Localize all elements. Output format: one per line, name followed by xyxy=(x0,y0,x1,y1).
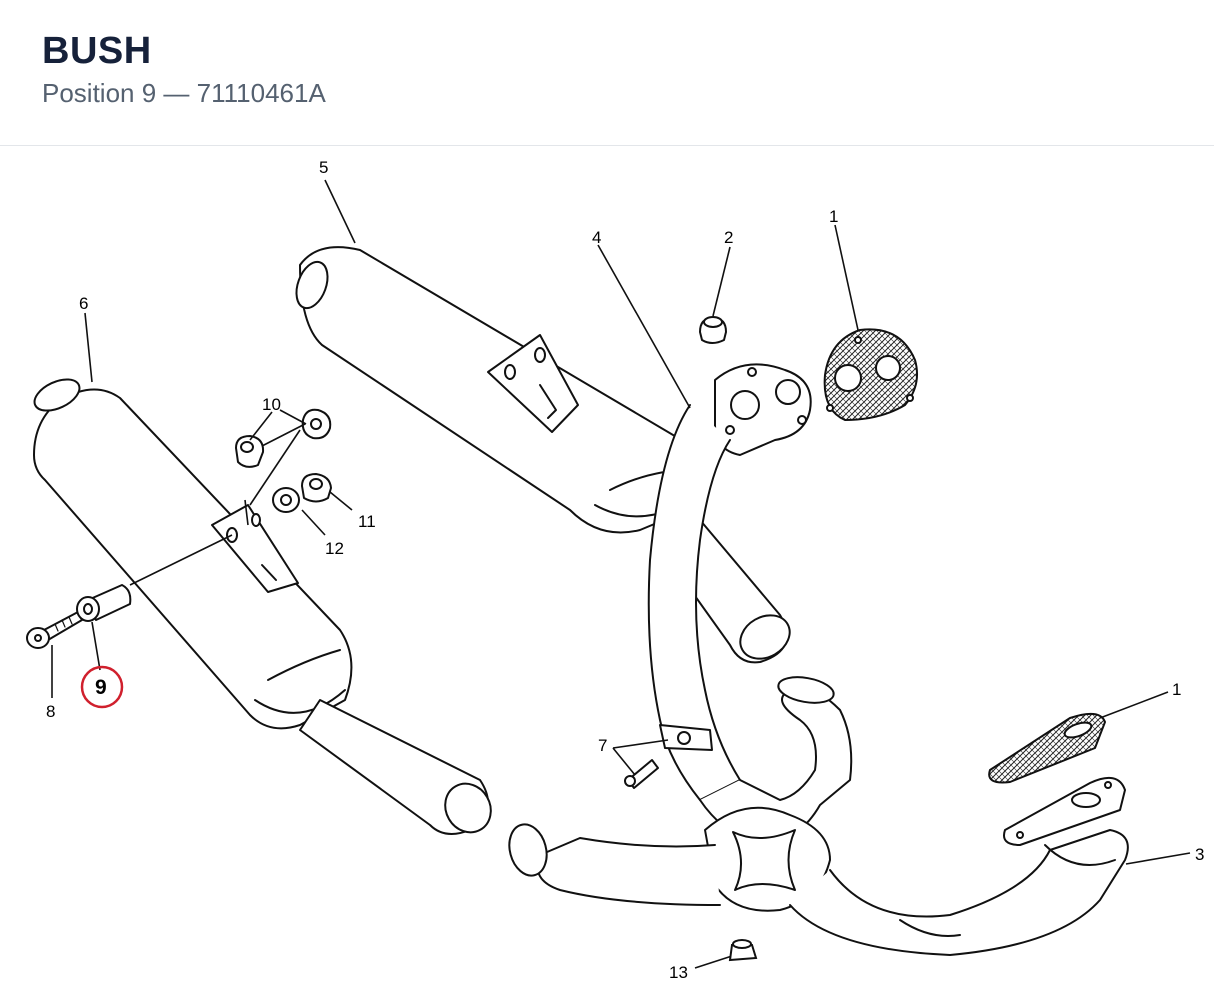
exploded-parts-diagram: 1 1 2 3 4 5 6 7 8 9 10 11 12 13 xyxy=(26,158,1204,982)
bush-9-part xyxy=(76,584,132,622)
callout-1-lower[interactable]: 1 xyxy=(1172,680,1181,699)
clip-13 xyxy=(728,939,758,962)
leader-lines xyxy=(51,179,1191,969)
callout-6[interactable]: 6 xyxy=(79,294,88,313)
page-header: BUSH Position 9 — 71110461A xyxy=(0,0,1214,146)
callout-12[interactable]: 12 xyxy=(325,539,344,558)
spacer-11 xyxy=(301,473,332,503)
callout-3[interactable]: 3 xyxy=(1195,845,1204,864)
silencer-front xyxy=(33,378,492,835)
callout-7[interactable]: 7 xyxy=(598,736,607,755)
gasket-lower xyxy=(988,712,1106,784)
callout-2[interactable]: 2 xyxy=(724,228,733,247)
rubber-bush-10 xyxy=(235,408,332,468)
callout-11[interactable]: 11 xyxy=(358,512,376,531)
part-title: BUSH xyxy=(42,30,152,72)
selected-position-highlight xyxy=(80,665,124,709)
gasket-upper xyxy=(823,328,918,421)
callout-4[interactable]: 4 xyxy=(592,228,601,247)
callout-1-upper[interactable]: 1 xyxy=(829,207,838,226)
part-position-subtitle: Position 9 — 71110461A xyxy=(42,78,326,108)
callout-13[interactable]: 13 xyxy=(669,963,688,982)
callout-5[interactable]: 5 xyxy=(319,158,328,177)
callout-10[interactable]: 10 xyxy=(262,395,281,414)
nut-2 xyxy=(699,316,727,344)
washer-12 xyxy=(272,487,300,513)
callout-8[interactable]: 8 xyxy=(46,702,55,721)
exhaust-header-pipes xyxy=(508,363,1129,956)
screw-8 xyxy=(26,611,83,649)
callout-9-selected[interactable]: 9 xyxy=(95,676,107,699)
